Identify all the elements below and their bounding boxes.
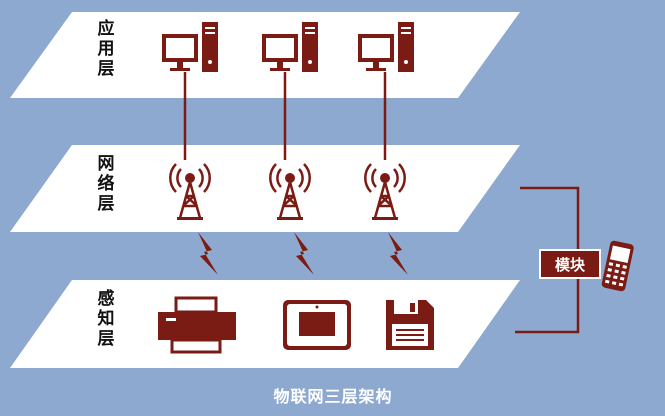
radio-tower-icon (169, 163, 211, 220)
connector-overlays (183, 72, 387, 160)
wireless-bolt-icon (198, 232, 218, 275)
application-layer-label: 应 用 层 (98, 18, 115, 79)
label-char: 感 (98, 288, 115, 309)
perception-layer-label: 感 知 层 (97, 288, 115, 349)
printer-icon (158, 296, 236, 354)
label-char: 层 (98, 59, 115, 79)
label-char: 应 (98, 18, 115, 39)
radio-tower-icon (364, 163, 406, 220)
label-char: 络 (98, 173, 115, 194)
label-char: 知 (97, 308, 115, 329)
network-layer-plane (10, 145, 520, 232)
desktop-computer-icon (162, 22, 218, 72)
desktop-computer-icon (262, 22, 318, 72)
wireless-bolt-icon (294, 232, 314, 275)
desktop-computer-icon (358, 22, 414, 72)
perception-layer-plane (10, 280, 520, 368)
radio-tower-icon (269, 163, 311, 220)
module-box (539, 249, 601, 279)
diagram-caption: 物联网三层架构 (273, 387, 392, 406)
mobile-phone-icon (601, 240, 634, 292)
label-char: 层 (98, 329, 115, 349)
wireless-bolt-icon (388, 232, 408, 275)
floppy-disk-icon (386, 300, 434, 350)
card-reader-icon (283, 300, 351, 350)
module-label: 模块 (555, 256, 586, 274)
label-char: 层 (98, 194, 115, 214)
network-layer-label: 网 络 层 (98, 154, 115, 214)
label-char: 用 (98, 39, 115, 59)
label-char: 网 (98, 154, 115, 174)
